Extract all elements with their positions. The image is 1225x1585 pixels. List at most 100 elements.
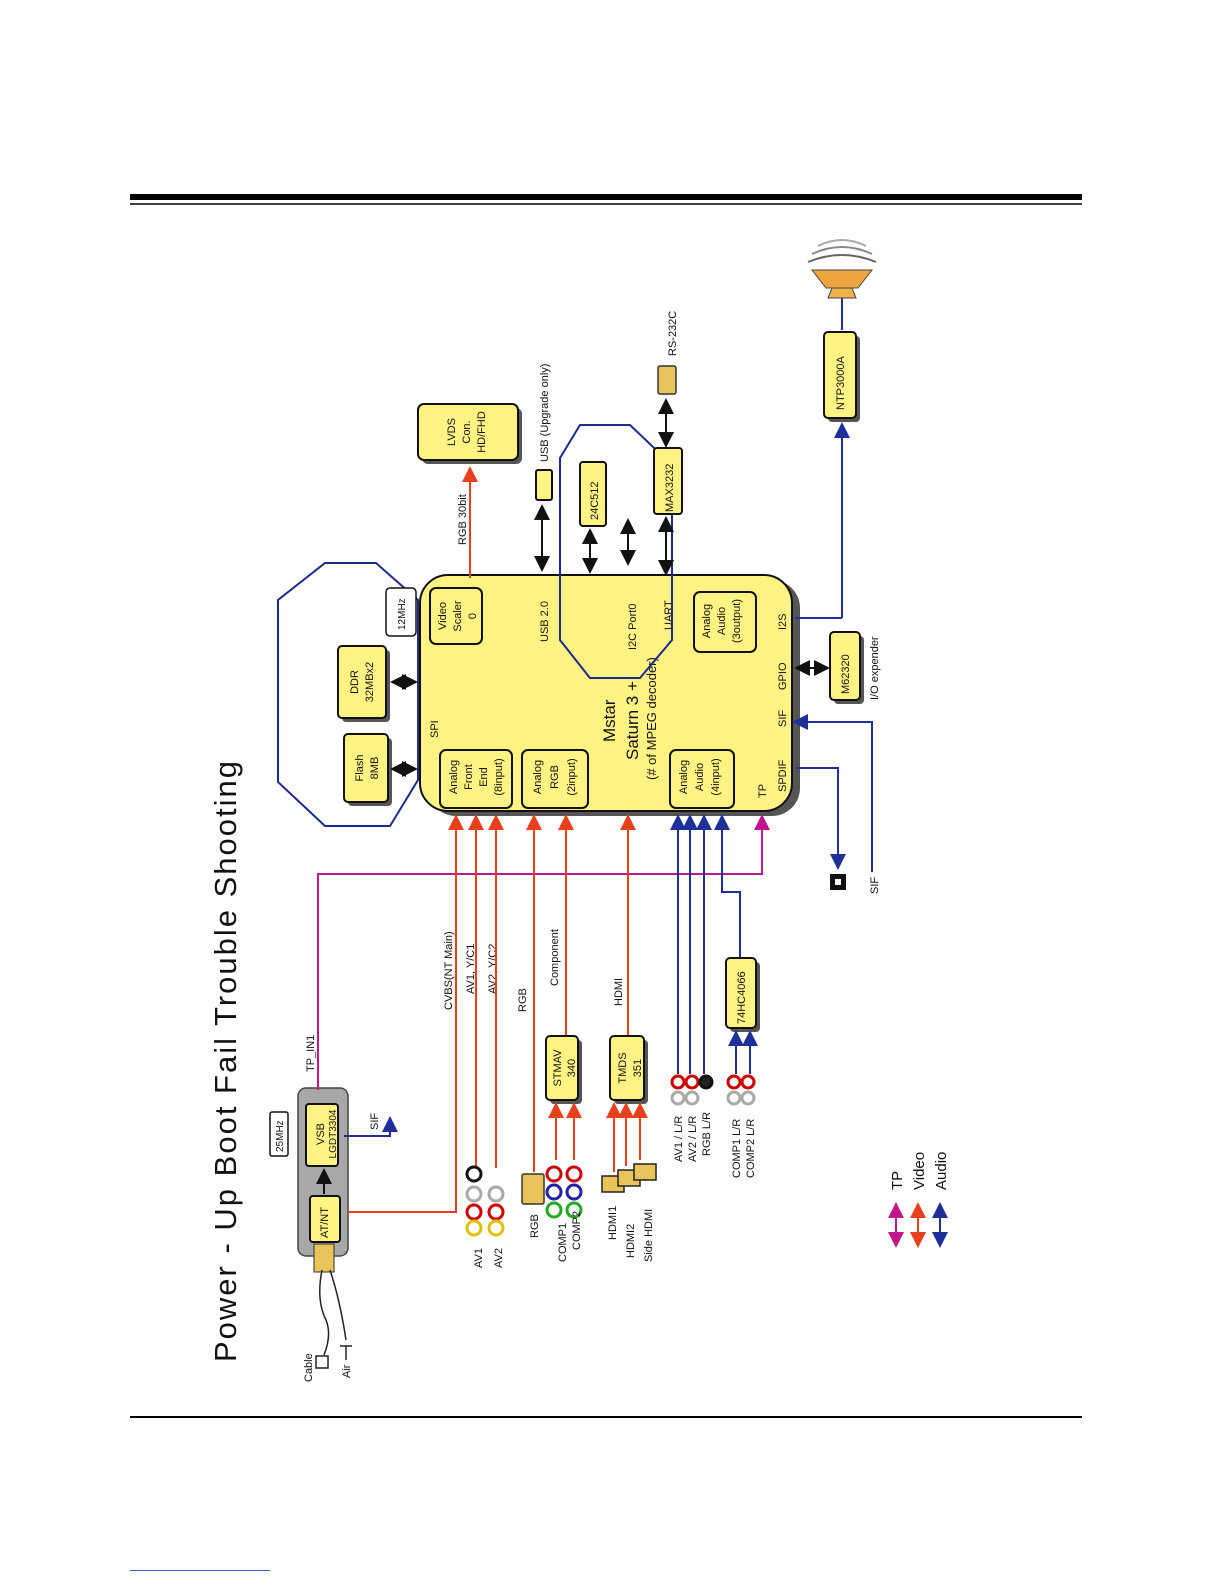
port-i2c: I2C Port0 [627, 604, 639, 650]
comp1-lr-label: COMP1 L/R [731, 1119, 743, 1178]
ddr-label: DDR 32MBx2 [349, 662, 376, 702]
rgb-label: RGB [517, 988, 529, 1012]
tmds-label: TMDS 351 [617, 1052, 644, 1083]
analog-rgb-label: Analog RGB (2input) [532, 758, 578, 795]
vsb-block [305, 1103, 339, 1167]
lvds-connector-block [417, 403, 519, 461]
usb-port-icon [535, 469, 553, 501]
soc-title: Mstar Saturn 3 + (# of MPEG decoder) [600, 657, 659, 780]
cvbs-label: CVBS(NT Main) [443, 931, 455, 1010]
svg-text:0: 0 [467, 613, 479, 619]
m62320-label: M62320 [840, 654, 852, 694]
av2-yc-label: AV2, Y/C2 [487, 944, 499, 994]
svg-text:RGB: RGB [549, 765, 561, 789]
analog-audio-out-block [693, 591, 757, 653]
svg-text:(# of MPEG decoder): (# of MPEG decoder) [644, 657, 659, 780]
antenna-cable-icon [315, 1269, 352, 1369]
av1-lr-label: AV1 / L/R [673, 1116, 685, 1162]
rgb-connector-label: RGB [529, 1214, 541, 1238]
audio-jack-icons [670, 1074, 756, 1106]
svg-text:Audio: Audio [716, 607, 728, 635]
stmav-block [545, 1035, 579, 1101]
svg-text:(2input): (2input) [566, 758, 578, 795]
svg-text:(3output): (3output) [731, 599, 743, 643]
svg-text:Analog: Analog [678, 760, 690, 794]
svg-text:32MBx2: 32MBx2 [364, 662, 376, 702]
rgb-lr-label: RGB L/R [701, 1112, 713, 1156]
legend-audio-label: Audio [933, 1152, 950, 1190]
xtal-12mhz [385, 587, 417, 637]
svg-text:Flash: Flash [354, 755, 366, 782]
svg-text:DDR: DDR [349, 670, 361, 694]
comp2-lr-label: COMP2 L/R [745, 1119, 757, 1178]
side-hdmi-label: Side HDMI [643, 1209, 655, 1262]
tuner-sif-label: SIF [369, 1113, 381, 1130]
svg-text:Audio: Audio [694, 763, 706, 791]
eeprom-block [579, 461, 607, 527]
hc4066-out-line [714, 814, 741, 960]
port-i2s: I2S [777, 613, 789, 630]
rs232-connector-icon [657, 365, 677, 395]
lvds-label: LVDS Con. HD/FHD [446, 411, 488, 453]
svg-text:Saturn 3 +: Saturn 3 + [623, 681, 642, 760]
footer-link-underline[interactable] [130, 1570, 270, 1571]
av-jack-icons [465, 1165, 505, 1237]
rf-connector-icon [313, 1243, 335, 1273]
max3232-label: MAX3232 [664, 464, 676, 512]
comp1-label: COMP1 [557, 1223, 569, 1262]
cvbs-line [348, 814, 464, 1213]
stmav-label: STMAV 340 [552, 1049, 578, 1087]
m62320-block [829, 631, 861, 701]
i2c-uart-group-outline [559, 424, 673, 679]
hdmi-connector-icons [601, 1163, 657, 1193]
page-title: Power - Up Boot Fail Trouble Shooting [208, 759, 243, 1362]
component-label: Component [549, 929, 561, 986]
ddr-block [337, 645, 387, 719]
ntp3000a-block [823, 331, 857, 419]
tmds-block [609, 1035, 645, 1101]
port-gpio: GPIO [777, 662, 789, 690]
analog-rgb-block [521, 749, 589, 809]
svg-text:Video: Video [437, 602, 449, 630]
xtal-12mhz-label: 12MHz [397, 598, 408, 630]
usb-upgrade-label: USB (Upgrade only) [539, 364, 551, 462]
port-sif: SIF [777, 710, 789, 727]
svg-text:351: 351 [632, 1059, 644, 1077]
legend-video-label: Video [911, 1152, 928, 1190]
svg-text:Mstar: Mstar [600, 699, 619, 742]
svg-text:LGDT3304: LGDT3304 [328, 1109, 339, 1158]
video-scaler-label: Video Scaler 0 [437, 600, 479, 632]
svg-text:Front: Front [463, 764, 475, 790]
vsb-label: VSB LGDT3304 [315, 1109, 339, 1158]
legend: TP Video Audio [888, 1152, 950, 1248]
at-nt-label: AT/NT [319, 1207, 331, 1238]
svg-text:340: 340 [566, 1059, 578, 1077]
xtal-25mhz-label: 25MHz [275, 1120, 286, 1152]
at-nt-block [309, 1195, 341, 1243]
ntp3000a-label: NTP3000A [835, 356, 847, 410]
svg-text:(4input): (4input) [710, 758, 722, 795]
port-spdif: SPDIF [777, 759, 789, 792]
svg-text:Scaler: Scaler [452, 600, 464, 632]
max3232-block [653, 447, 683, 515]
svg-text:End: End [478, 767, 490, 787]
port-usb: USB 2.0 [539, 601, 551, 642]
svg-text:HD/FHD: HD/FHD [476, 411, 488, 453]
svg-text:Analog: Analog [701, 604, 713, 638]
hdmi1-label: HDMI1 [607, 1206, 619, 1240]
xtal-25mhz [269, 1111, 289, 1157]
flash-label: Flash 8MB [354, 755, 381, 782]
tuner-sif-line [344, 1116, 398, 1137]
svg-text:LVDS: LVDS [446, 418, 458, 446]
svg-text:TMDS: TMDS [617, 1052, 629, 1083]
speaker-icon [807, 239, 877, 299]
svg-text:STMAV: STMAV [552, 1049, 564, 1087]
tp-in1-label: TP_IN1 [305, 1035, 317, 1072]
svg-text:Analog: Analog [448, 760, 460, 794]
svg-text:8MB: 8MB [369, 757, 381, 780]
legend-tp-label: TP [889, 1171, 906, 1190]
memory-group-outline [277, 562, 419, 827]
tp-in1-line [317, 814, 770, 1090]
rgb30-label: RGB 30bit [457, 494, 469, 545]
svg-text:(8input): (8input) [493, 758, 505, 795]
